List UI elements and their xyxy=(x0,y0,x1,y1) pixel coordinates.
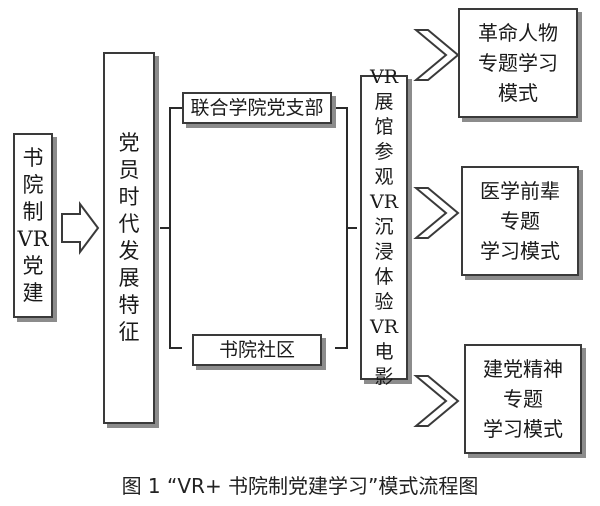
label-char: 展 xyxy=(374,91,394,113)
output-line: 学习模式 xyxy=(480,239,560,263)
college-community-label: 书院社区 xyxy=(218,339,295,361)
label-char: 员 xyxy=(118,158,140,182)
chevron-arrow-icon xyxy=(413,375,460,427)
label-char: 影 xyxy=(374,366,394,388)
output-line: 革命人物 xyxy=(478,21,558,45)
vr-exhibition-group: VR 展 馆 参 观 xyxy=(370,65,398,190)
college-community-box: 书院社区 xyxy=(192,334,322,366)
label-char: 发 xyxy=(118,239,140,263)
label-char: 体 xyxy=(374,266,394,288)
output-line: 专题 xyxy=(500,209,540,233)
label-char: 征 xyxy=(118,320,140,344)
vr-party-building-label: 书 院 制 VR 党 建 xyxy=(18,145,49,307)
output-line: 专题学习 xyxy=(478,51,558,75)
label-char: 代 xyxy=(118,212,140,236)
label-char: 沉 xyxy=(374,216,394,238)
chevron-arrow-icon xyxy=(413,29,460,81)
label-char: 电 xyxy=(374,341,394,363)
label-char: 参 xyxy=(374,141,394,163)
vr-party-building-box: 书 院 制 VR 党 建 xyxy=(13,133,53,318)
party-spirit-mode-box: 建党精神 专题 学习模式 xyxy=(464,344,582,454)
label-char: 党 xyxy=(22,253,44,278)
output-line: 学习模式 xyxy=(483,417,563,441)
hollow-arrow-icon xyxy=(61,201,100,255)
label-char: VR xyxy=(369,191,399,213)
right-bracket xyxy=(335,107,357,349)
member-features-label: 党 员 时 代 发 展 特 征 xyxy=(119,130,140,346)
label-char: 馆 xyxy=(374,116,394,138)
left-bracket xyxy=(160,107,182,349)
figure-caption: 图 1 “VR+ 书院制党建学习”模式流程图 xyxy=(121,474,479,498)
vr-activities-box: VR 展 馆 参 观 VR 沉 浸 体 验 VR 电 影 xyxy=(360,66,408,388)
label-char: 验 xyxy=(374,291,394,313)
label-char: 制 xyxy=(22,199,44,224)
label-char: 党 xyxy=(118,131,140,155)
output-line: 建党精神 xyxy=(483,357,563,381)
label-char: VR xyxy=(369,66,399,88)
label-char: VR xyxy=(17,226,49,251)
label-char: 展 xyxy=(118,266,140,290)
output-line: 专题 xyxy=(503,387,543,411)
label-char: 书 xyxy=(22,145,44,170)
label-char: 建 xyxy=(22,280,44,305)
label-char: VR xyxy=(369,316,399,338)
label-char: 院 xyxy=(22,172,44,197)
medical-pioneers-mode-box: 医学前辈 专题 学习模式 xyxy=(461,166,579,276)
vr-movie-group: VR 电 影 xyxy=(370,315,398,390)
vr-immersive-group: VR 沉 浸 体 验 xyxy=(370,190,398,315)
label-char: 时 xyxy=(118,185,140,209)
label-char: 特 xyxy=(118,293,140,317)
label-char: 观 xyxy=(374,166,394,188)
output-line: 医学前辈 xyxy=(480,179,560,203)
chevron-arrow-icon xyxy=(413,187,460,239)
label-char: 浸 xyxy=(374,241,394,263)
joint-college-branch-label: 联合学院党支部 xyxy=(190,97,324,119)
output-line: 模式 xyxy=(498,81,538,105)
joint-college-branch-box: 联合学院党支部 xyxy=(182,92,332,124)
member-features-box: 党 员 时 代 发 展 特 征 xyxy=(103,52,155,424)
revolutionary-figures-mode-box: 革命人物 专题学习 模式 xyxy=(458,8,578,118)
